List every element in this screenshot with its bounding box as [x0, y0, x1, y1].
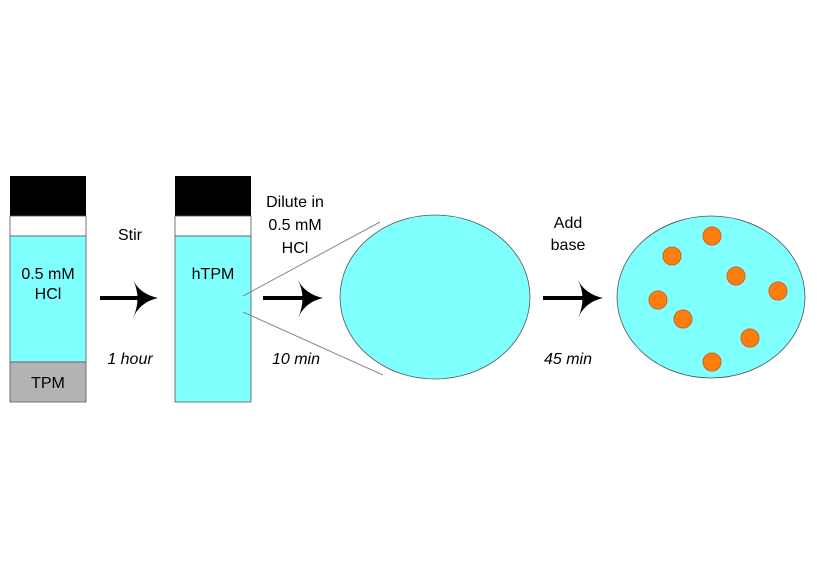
step-3-label-line2: base [551, 237, 586, 254]
vial-2-headspace [174, 215, 252, 237]
step-3-label-line1: Add [554, 215, 582, 232]
arrow-1-icon [100, 280, 158, 318]
vial-1-solution [9, 235, 87, 363]
particle [673, 309, 693, 329]
particle [740, 328, 760, 348]
vial-1-tpm-label: TPM [31, 375, 65, 392]
arrow-3-icon [543, 280, 603, 318]
vial-2-label: hTPM [192, 266, 235, 283]
vial-2: hTPM [174, 176, 252, 403]
arrow-2-icon [263, 280, 323, 318]
vial-1-solution-label-line1: 0.5 mM [21, 266, 74, 283]
zoom-line-bottom [242, 311, 384, 376]
particle [662, 246, 682, 266]
particle [702, 352, 722, 372]
particle [768, 281, 788, 301]
vial-1-tpm-layer [9, 361, 87, 403]
zoom-line-top [242, 221, 381, 297]
vial-1-solution-label-line2: HCl [35, 286, 62, 303]
vial-2-solution [174, 235, 252, 403]
step-1-label: Stir [118, 227, 143, 244]
vial-1-headspace [9, 215, 87, 237]
step-1-duration: 1 hour [107, 351, 153, 368]
step-2-label-line2: 0.5 mM [268, 217, 321, 234]
particles [648, 226, 788, 372]
step-3-duration: 45 min [544, 351, 592, 368]
vial-1-cap [10, 176, 86, 216]
step-2-label-line1: Dilute in [266, 194, 324, 211]
vial-1: 0.5 mM HCl TPM [9, 176, 87, 403]
particle [726, 266, 746, 286]
magnified-solution-circle [339, 214, 531, 380]
vial-2-cap [175, 176, 251, 216]
particle [702, 226, 722, 246]
step-2-label-line3: HCl [282, 240, 309, 257]
step-2-duration: 10 min [272, 351, 320, 368]
particle [648, 290, 668, 310]
